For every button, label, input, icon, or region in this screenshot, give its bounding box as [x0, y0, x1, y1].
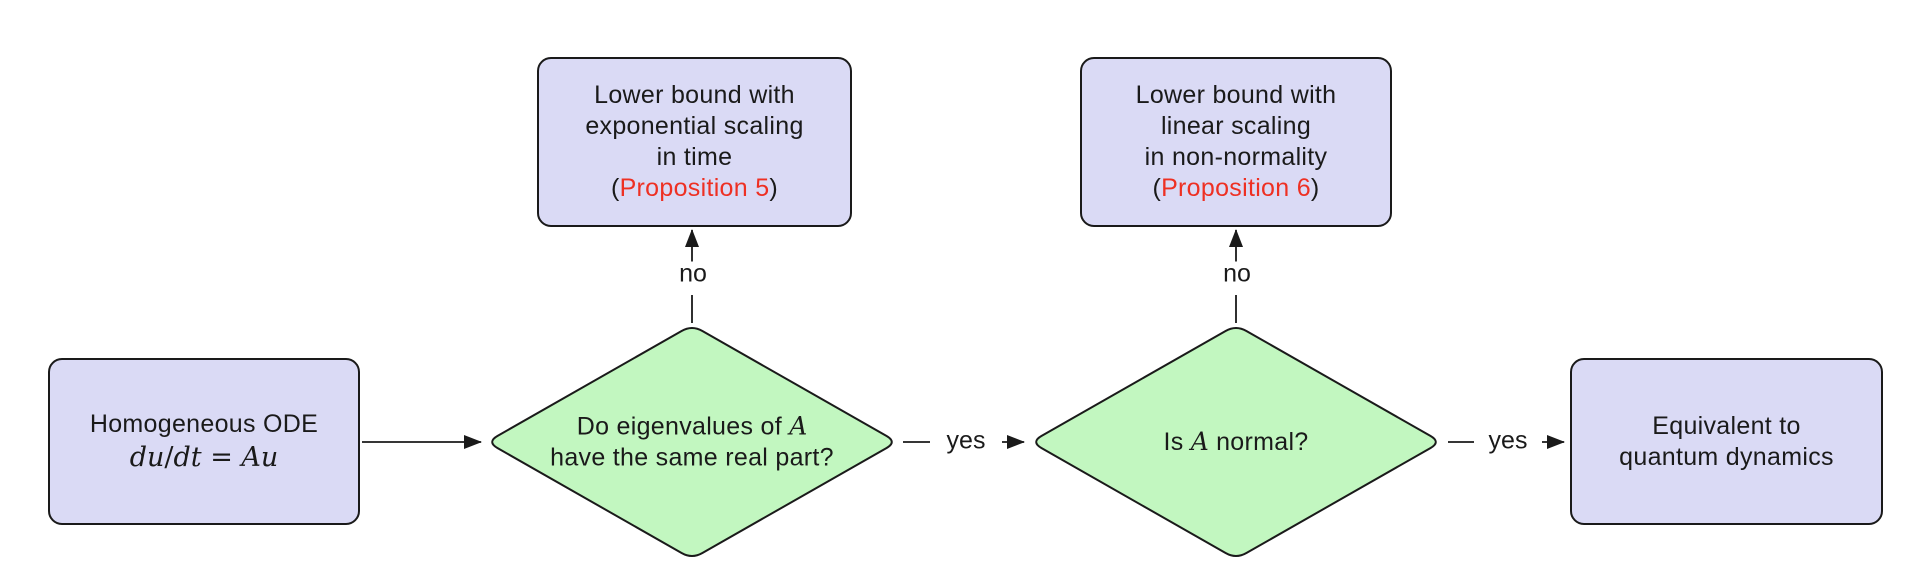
node-proposition5-line3: in time [656, 143, 733, 171]
paren-close: ) [1310, 174, 1320, 202]
node-quantum-equivalence: Equivalent to quantum dynamics [1570, 358, 1883, 525]
proposition5-label: Proposition 5 [619, 174, 770, 202]
node-proposition6: Lower bound with linear scaling in non-n… [1080, 57, 1392, 227]
decision-normal-label: Is A normal? [1163, 427, 1309, 456]
edge-label-decision1-no: no [677, 259, 709, 288]
math-A: A [789, 411, 808, 441]
edge-label-decision2-no: no [1221, 259, 1253, 288]
decision-normal-shape [1035, 327, 1437, 557]
node-quantum-equivalence-line2: quantum dynamics [1619, 442, 1834, 471]
proposition6-label: Proposition 6 [1161, 174, 1311, 202]
node-homogeneous-ode-equation: du/dt = Au [129, 441, 279, 473]
node-homogeneous-ode: Homogeneous ODE du/dt = Au [48, 358, 360, 525]
node-proposition5-line2: exponential scaling [585, 112, 804, 140]
node-proposition6-line2: linear scaling [1160, 112, 1312, 140]
decision-eigenvalues-line1: Do eigenvalues of A [576, 411, 808, 441]
node-quantum-equivalence-line1: Equivalent to [1652, 411, 1801, 440]
node-proposition6-line3: in non-normality [1144, 143, 1328, 171]
decision-eigenvalues-line2: have the same real part? [550, 443, 834, 472]
edge-label-decision1-yes: yes [944, 426, 988, 455]
node-proposition5-ref: (Proposition 5) [611, 173, 778, 204]
edge-label-decision2-yes: yes [1486, 426, 1530, 455]
node-homogeneous-ode-title: Homogeneous ODE [89, 409, 319, 438]
math-A: A [1190, 427, 1209, 456]
node-proposition5: Lower bound with exponential scaling in … [537, 57, 852, 227]
decision-eigenvalues-label: Do eigenvalues of A have the same real p… [550, 411, 834, 474]
paren-open: ( [1152, 174, 1162, 202]
node-proposition6-line1: Lower bound with [1135, 81, 1337, 109]
decision-eigenvalues-shape [491, 327, 893, 557]
node-proposition5-line1: Lower bound with [594, 81, 795, 109]
paren-open: ( [610, 174, 620, 202]
paren-close: ) [769, 174, 779, 202]
node-proposition6-ref: (Proposition 6) [1152, 173, 1319, 204]
